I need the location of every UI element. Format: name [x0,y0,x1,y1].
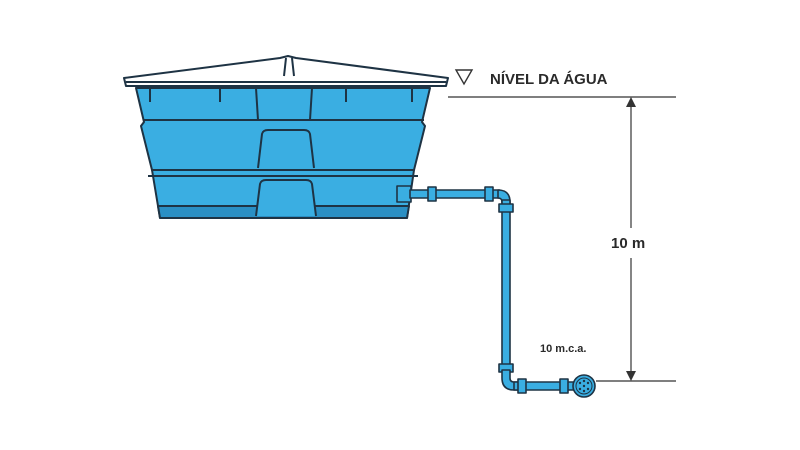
pipe-coupling-6 [559,378,569,394]
arrow-up-icon [626,97,636,107]
tank-handle-lower [255,179,317,217]
tank-rim-notches [149,87,413,121]
height-label: 10 m [611,235,645,252]
pipe-coupling-2 [484,186,494,202]
pipe-coupling-5 [517,378,527,394]
pipe-coupling-1 [427,186,437,202]
pipe-vertical [501,199,511,373]
down-triangle-icon [454,69,474,86]
shower-head-icon [572,374,596,398]
outlet-pipe [396,185,575,394]
arrow-down-icon [626,371,636,381]
pressure-label: 10 m.c.a. [540,343,586,355]
dimension [448,96,676,382]
water-level-label: NÍVEL DA ÁGUA [490,71,608,88]
tank-handle-upper [257,129,315,169]
tank-lid [123,55,449,87]
tank-outlet-fitting [396,185,412,203]
water-tank [123,55,449,219]
pipe-coupling-3 [498,203,514,213]
tank-lid-ridges [126,57,446,83]
